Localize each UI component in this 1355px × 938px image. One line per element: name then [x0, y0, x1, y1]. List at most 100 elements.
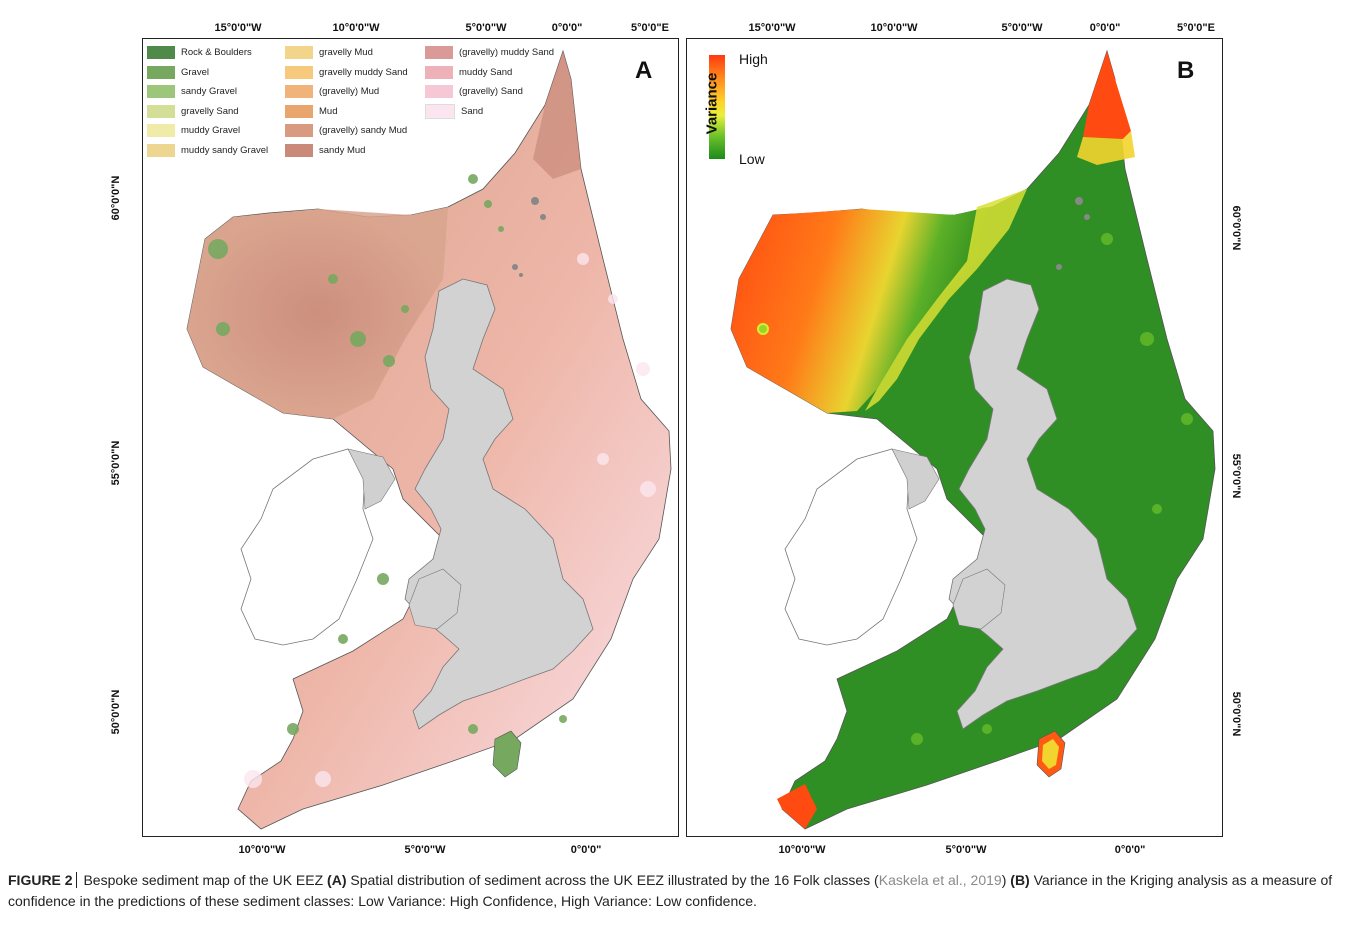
right-tick-60n: 60°0'0"N: [1230, 205, 1242, 251]
legend-swatch: [285, 46, 313, 60]
legend-swatch: [147, 104, 175, 118]
legend-swatch: [147, 65, 175, 79]
legend-column-2: gravelly Mud gravelly muddy Sand (gravel…: [285, 43, 408, 160]
legend-item: (gravelly) Mud: [285, 82, 408, 102]
panel-b-label: B: [1177, 57, 1195, 84]
top-tick-b-0: 0°0'0": [1089, 22, 1121, 34]
legend-label: muddy Gravel: [181, 125, 241, 137]
right-tick-50n: 50°0'0"N: [1230, 691, 1242, 737]
legend-item: (gravelly) sandy Mud: [285, 121, 408, 141]
caption-b-text: Variance in the Kriging analysis as a me…: [8, 872, 1333, 909]
caption-intro: Bespoke sediment map of the UK EEZ: [79, 872, 328, 888]
sand-speckles: [244, 253, 656, 788]
legend-swatch: [285, 124, 313, 138]
top-tick-a-10w: 10°0'0"W: [332, 22, 380, 34]
figure-number: FIGURE 2: [8, 872, 73, 888]
ireland-outline: [784, 448, 918, 646]
left-tick-55n: 55°0'0"N: [110, 440, 122, 486]
northern-isles: [1056, 197, 1090, 270]
legend-swatch: [285, 143, 313, 157]
legend-label: gravelly muddy Sand: [319, 66, 408, 78]
legend-swatch: [285, 65, 313, 79]
legend-item: sandy Gravel: [147, 82, 268, 102]
legend-label: muddy Sand: [459, 66, 513, 78]
top-tick-b-5w: 5°0'0"W: [1001, 22, 1043, 34]
bottom-tick-a-10w: 10°0'0"W: [238, 844, 286, 856]
caption-a-label: (A): [327, 872, 347, 888]
top-tick-a-0: 0°0'0": [551, 22, 583, 34]
legend-item: muddy sandy Gravel: [147, 141, 268, 161]
legend-column-1: Rock & Boulders Gravel sandy Gravel grav…: [147, 43, 268, 160]
legend-item: muddy Gravel: [147, 121, 268, 141]
legend-label: Sand: [461, 105, 484, 117]
figure-caption: FIGURE 2 Bespoke sediment map of the UK …: [8, 870, 1348, 912]
channel-islands: [492, 730, 522, 778]
bottom-tick-a-5w: 5°0'0"W: [404, 844, 446, 856]
variance-speckles: [911, 233, 1193, 745]
top-tick-b-5e: 5°0'0"E: [1177, 22, 1215, 34]
legend-label: gravelly Sand: [181, 105, 239, 117]
panel-b-variance-map: Variance High Low B: [686, 38, 1223, 837]
legend-label: Gravel: [181, 66, 209, 78]
legend-label: (gravelly) sandy Mud: [319, 125, 408, 137]
legend-swatch: [425, 65, 453, 79]
legend-label: muddy sandy Gravel: [181, 144, 269, 156]
colorbar-low-label: Low: [739, 151, 765, 167]
panel-a-label: A: [635, 57, 653, 84]
western-mud-zone: [187, 207, 448, 419]
figure: 15°0'0"W 10°0'0"W 5°0'0"W 0°0'0" 5°0'0"E…: [110, 22, 1242, 856]
legend-item: gravelly muddy Sand: [285, 63, 408, 83]
legend-swatch: [147, 85, 175, 99]
gravel-patches: [208, 174, 567, 735]
legend-swatch: [425, 103, 455, 119]
colorbar-title: Variance: [703, 72, 721, 135]
top-tick-a-5w: 5°0'0"W: [465, 22, 507, 34]
legend-item: Sand: [425, 102, 554, 122]
bottom-tick-b-10w: 10°0'0"W: [778, 844, 826, 856]
caption-b-label: (B): [1010, 872, 1030, 888]
bottom-tick-b-5w: 5°0'0"W: [945, 844, 987, 856]
high-variance-west: [731, 207, 987, 413]
top-tick-a-5e: 5°0'0"E: [631, 22, 669, 34]
northern-tip-high: [1083, 51, 1131, 139]
wales: [408, 568, 462, 630]
northern-isles: [512, 197, 546, 277]
right-tick-55n: 55°0'0"N: [1230, 453, 1242, 499]
southwest-tip-high: [777, 784, 817, 829]
legend-swatch: [147, 46, 175, 60]
panel-a-sediment-map: Rock & Boulders Gravel sandy Gravel grav…: [142, 38, 679, 837]
legend-item: gravelly Mud: [285, 43, 408, 63]
legend-item: gravelly Sand: [147, 102, 268, 122]
legend-label: Mud: [319, 105, 338, 117]
wales: [952, 568, 1006, 630]
channel-islands-inner: [1042, 739, 1059, 769]
left-tick-50n: 50°0'0"N: [110, 689, 122, 735]
variance-map-svg: [730, 49, 1216, 830]
legend-label: sandy Gravel: [181, 86, 237, 98]
legend-label: gravelly Mud: [319, 47, 373, 59]
legend-label: (gravelly) muddy Sand: [459, 47, 555, 59]
sediment-map-svg: [186, 49, 672, 830]
legend-swatch: [147, 143, 175, 157]
variance-colorbar: [709, 55, 725, 159]
legend-item: sandy Mud: [285, 141, 408, 161]
legend-item: Rock & Boulders: [147, 43, 268, 63]
citation-link[interactable]: Kaskela et al., 2019: [878, 872, 1002, 888]
top-tick-b-15w: 15°0'0"W: [748, 22, 796, 34]
northern-tip: [533, 51, 581, 179]
legend-item: muddy Sand: [425, 63, 554, 83]
transition-band: [865, 189, 1027, 411]
legend-swatch: [285, 85, 313, 99]
legend-column-3: (gravelly) muddy Sand muddy Sand (gravel…: [425, 43, 554, 121]
northern-tip-yellow: [1077, 131, 1135, 165]
top-tick-b-10w: 10°0'0"W: [870, 22, 918, 34]
ireland-outline: [240, 448, 374, 646]
hotspot: [757, 323, 769, 335]
northern-ireland: [347, 448, 396, 510]
bottom-tick-b-0: 0°0'0": [1114, 844, 1146, 856]
legend-item: Mud: [285, 102, 408, 122]
legend-swatch: [425, 85, 453, 99]
colorbar-high-label: High: [739, 51, 768, 67]
legend-label: (gravelly) Sand: [459, 86, 523, 98]
legend-item: Gravel: [147, 63, 268, 83]
